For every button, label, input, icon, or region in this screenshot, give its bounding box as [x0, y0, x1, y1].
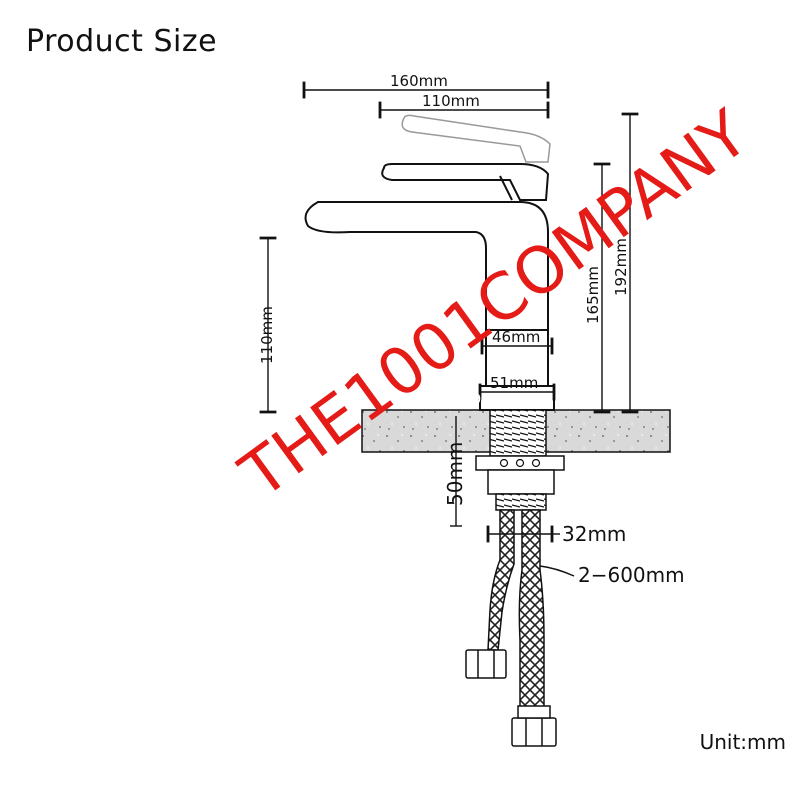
mounting-shank — [475, 409, 565, 511]
dim-label-165: 165mm — [584, 266, 602, 324]
dim-label-32: 32mm — [562, 522, 626, 546]
dim-label-110-vertical: 110mm — [258, 306, 276, 364]
dim-label-192: 192mm — [612, 238, 630, 296]
dimension-lines — [259, 81, 639, 577]
dim-label-51: 51mm — [490, 374, 538, 392]
hose-nut-right — [511, 705, 557, 747]
unit-label: Unit:mm — [699, 730, 786, 754]
handle-raised — [401, 114, 551, 163]
dim-label-hose: 2−600mm — [578, 563, 685, 587]
store-watermark: Store No: 1919727 — [376, 392, 508, 408]
dim-label-46: 46mm — [492, 328, 540, 346]
supply-hoses — [487, 509, 545, 711]
handle-closed — [381, 163, 550, 201]
page-title: Product Size — [26, 24, 218, 59]
dim-label-50: 50mm — [443, 442, 467, 506]
dim-label-160: 160mm — [390, 72, 448, 90]
dim-label-110-horizontal: 110mm — [422, 92, 480, 110]
dimension-labels: 160mm 110mm 110mm 46mm 51mm 165mm 192mm … — [258, 72, 685, 587]
hose-nut-left — [465, 649, 507, 679]
dim-leader-hose — [539, 565, 575, 577]
